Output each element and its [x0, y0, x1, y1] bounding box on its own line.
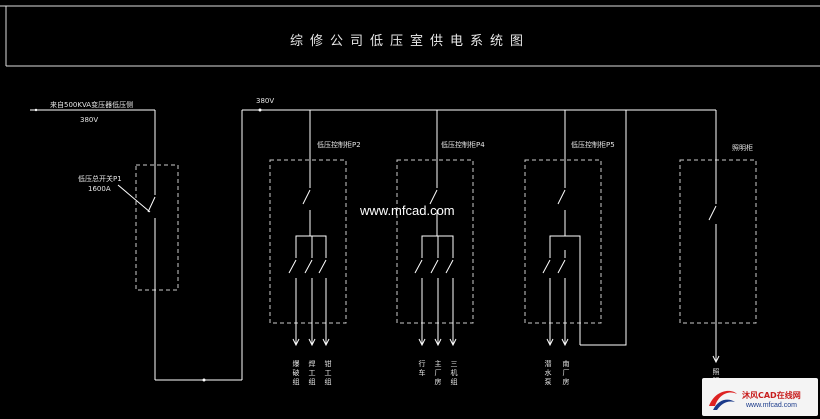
load-label: 三机组	[450, 360, 458, 387]
p5-busbar	[549, 235, 581, 250]
p5-to-lighting-link	[580, 109, 627, 346]
main-switch-box	[135, 164, 179, 291]
branch-switch-blade	[557, 259, 566, 274]
site-logo: 沐风CAD在线网 www.mfcad.com	[702, 378, 818, 416]
bus-node	[258, 108, 262, 112]
cabinet-p2-box	[269, 159, 347, 324]
cabinet-p5-box	[524, 159, 602, 324]
logo-text: 沐风CAD在线网	[742, 391, 801, 400]
branch-switch-blade	[288, 259, 297, 274]
main-switch-leader	[117, 184, 151, 213]
branch-arrow	[546, 338, 554, 347]
branch-arrow	[292, 338, 300, 347]
load-label: 南厂房	[562, 360, 570, 387]
link-node	[202, 378, 206, 382]
branch-switch-blade	[414, 259, 423, 274]
watermark-url: www.mfcad.com	[360, 203, 455, 218]
branch-switch-blade	[318, 259, 327, 274]
branch-switch-blade	[430, 259, 439, 274]
main-switch-label: 低压总开关P1	[78, 175, 122, 183]
cabinet-p4-label: 低压控制柜P4	[441, 141, 485, 149]
bus-voltage: 380V	[256, 97, 275, 105]
main-switch-rating: 1600A	[88, 185, 111, 193]
cabinet-p5-label: 低压控制柜P5	[571, 141, 615, 149]
branch-arrow	[308, 338, 316, 347]
branch-arrow	[434, 338, 442, 347]
load-label: 焊工组	[308, 360, 316, 387]
p4-switch-blade	[429, 189, 438, 205]
drawing-title: 综修公司低压室供电系统图	[289, 34, 530, 49]
logo-url: www.mfcad.com	[746, 402, 797, 409]
branch-switch-blade	[445, 259, 454, 274]
p2-busbar	[295, 235, 327, 250]
logo-swirl-icon	[709, 390, 737, 410]
branch-arrow	[561, 338, 569, 347]
incoming-arrow	[34, 108, 38, 112]
load-label: 主厂房	[434, 360, 442, 387]
load-label: 潜水泵	[544, 360, 552, 387]
load-label: 钳工组	[324, 360, 332, 387]
p2-switch-blade	[302, 189, 311, 205]
main-switch-blade	[147, 196, 156, 213]
p5-switch-blade	[557, 189, 566, 205]
branch-switch-blade	[542, 259, 551, 274]
load-label: 爆破组	[292, 360, 300, 387]
load-label: 照明	[712, 368, 720, 386]
load-label: 行车	[418, 360, 426, 378]
outgoing-branches	[288, 250, 569, 347]
cabinet-p4-box	[396, 159, 474, 324]
source-voltage: 380V	[80, 116, 99, 124]
lighting-cabinet-label: 照明柜	[732, 144, 753, 152]
lighting-cabinet-box	[679, 159, 757, 324]
lighting-arrow	[712, 355, 720, 364]
branch-arrow	[322, 338, 330, 347]
lighting-switch-blade	[708, 205, 717, 221]
branch-switch-blade	[304, 259, 313, 274]
branch-arrow	[449, 338, 457, 347]
cabinet-p2-label: 低压控制柜P2	[317, 141, 361, 149]
source-label: 来自500KVA变压器低压侧	[50, 101, 134, 109]
branch-arrow	[418, 338, 426, 347]
